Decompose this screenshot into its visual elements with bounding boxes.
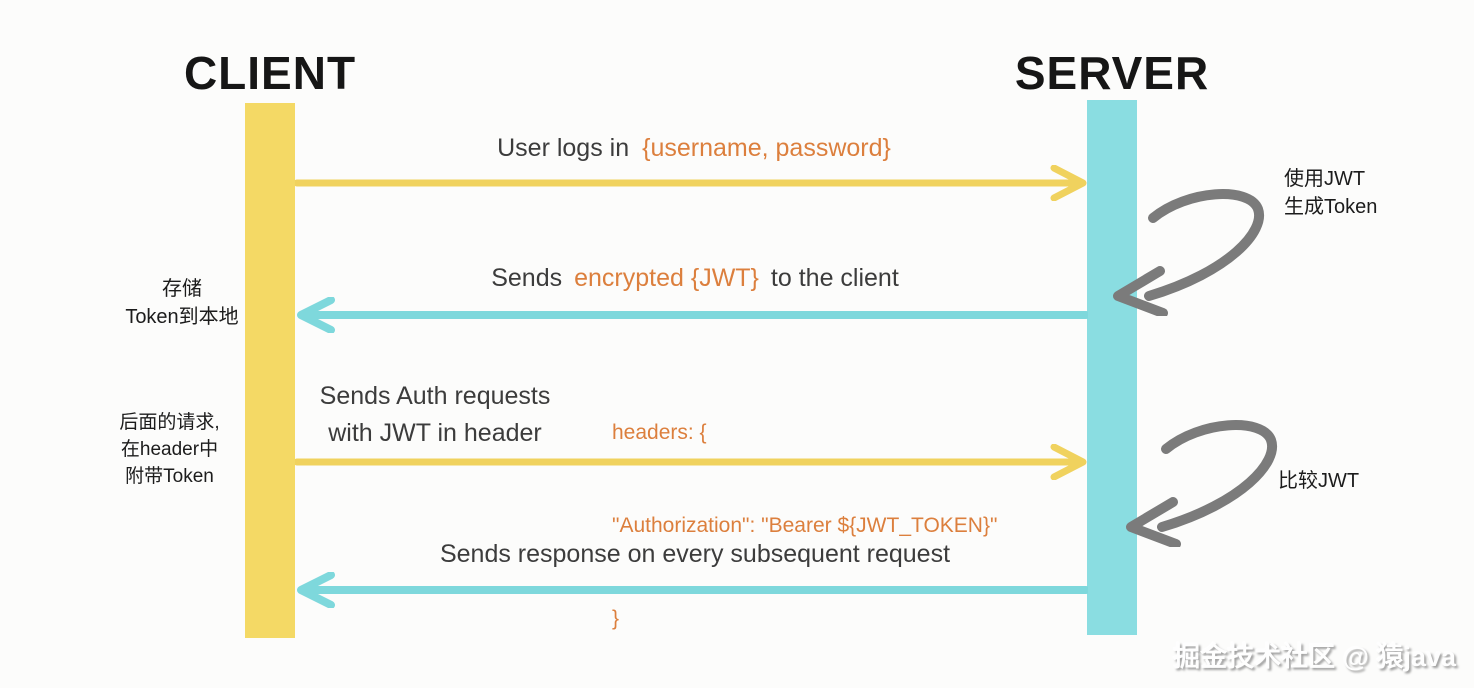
sendjwt-arrow-icon [297, 297, 1088, 333]
message-response-label: Sends response on every subsequent reque… [300, 540, 1090, 569]
note-generate-line1: 使用JWT [1284, 168, 1366, 190]
message-sendjwt-label: Sends encrypted {JWT} to the client [300, 264, 1090, 293]
note-store-line1: 存储 [162, 278, 202, 300]
response-arrow-icon [297, 572, 1088, 608]
note-later-line1: 后面的请求, [119, 412, 220, 433]
note-later-line2: 在header中 [120, 439, 219, 460]
compare-jwt-loop-arrow-icon [1126, 420, 1278, 547]
generate-token-loop-arrow-icon [1113, 189, 1265, 316]
note-store-token: 存储 Token到本地 [77, 275, 287, 331]
code-line-1: headers: { [612, 421, 707, 444]
message-sendjwt-pre: Sends [491, 264, 563, 292]
message-response-text: Sends response on every subsequent reque… [439, 540, 951, 568]
note-generate-token: 使用JWT 生成Token [1284, 165, 1470, 221]
note-compare-text: 比较JWT [1278, 470, 1360, 492]
note-later-line3: 附带Token [125, 466, 214, 487]
client-title: CLIENT [183, 47, 357, 99]
message-auth-label: Sends Auth requests with JWT in header [292, 378, 578, 452]
message-auth-line2: with JWT in header [328, 419, 542, 447]
message-sendjwt-payload: encrypted {JWT} [574, 264, 759, 292]
message-sendjwt-post: to the client [770, 264, 899, 292]
server-lifeline [1087, 100, 1137, 635]
login-arrow-icon [295, 165, 1087, 201]
message-login-text: User logs in [497, 134, 630, 162]
note-compare-jwt: 比较JWT [1278, 464, 1464, 493]
note-later-requests: 后面的请求, 在header中 附带Token [62, 409, 277, 490]
watermark: 掘金技术社区 @ 猿java [1173, 642, 1456, 672]
message-login-payload: {username, password} [642, 134, 891, 162]
note-generate-line2: 生成Token [1284, 196, 1378, 218]
message-login-label: User logs in {username, password} [300, 134, 1090, 163]
auth-headers-code: headers: { "Authorization": "Bearer ${JW… [612, 355, 997, 688]
auth-arrow-icon [295, 444, 1087, 480]
server-title: SERVER [1014, 47, 1210, 99]
code-line-2: "Authorization": "Bearer ${JWT_TOKEN}" [612, 514, 998, 537]
code-line-3: } [612, 607, 620, 630]
message-auth-line1: Sends Auth requests [319, 382, 551, 410]
note-store-line2: Token到本地 [125, 306, 239, 328]
client-lifeline [245, 103, 295, 638]
